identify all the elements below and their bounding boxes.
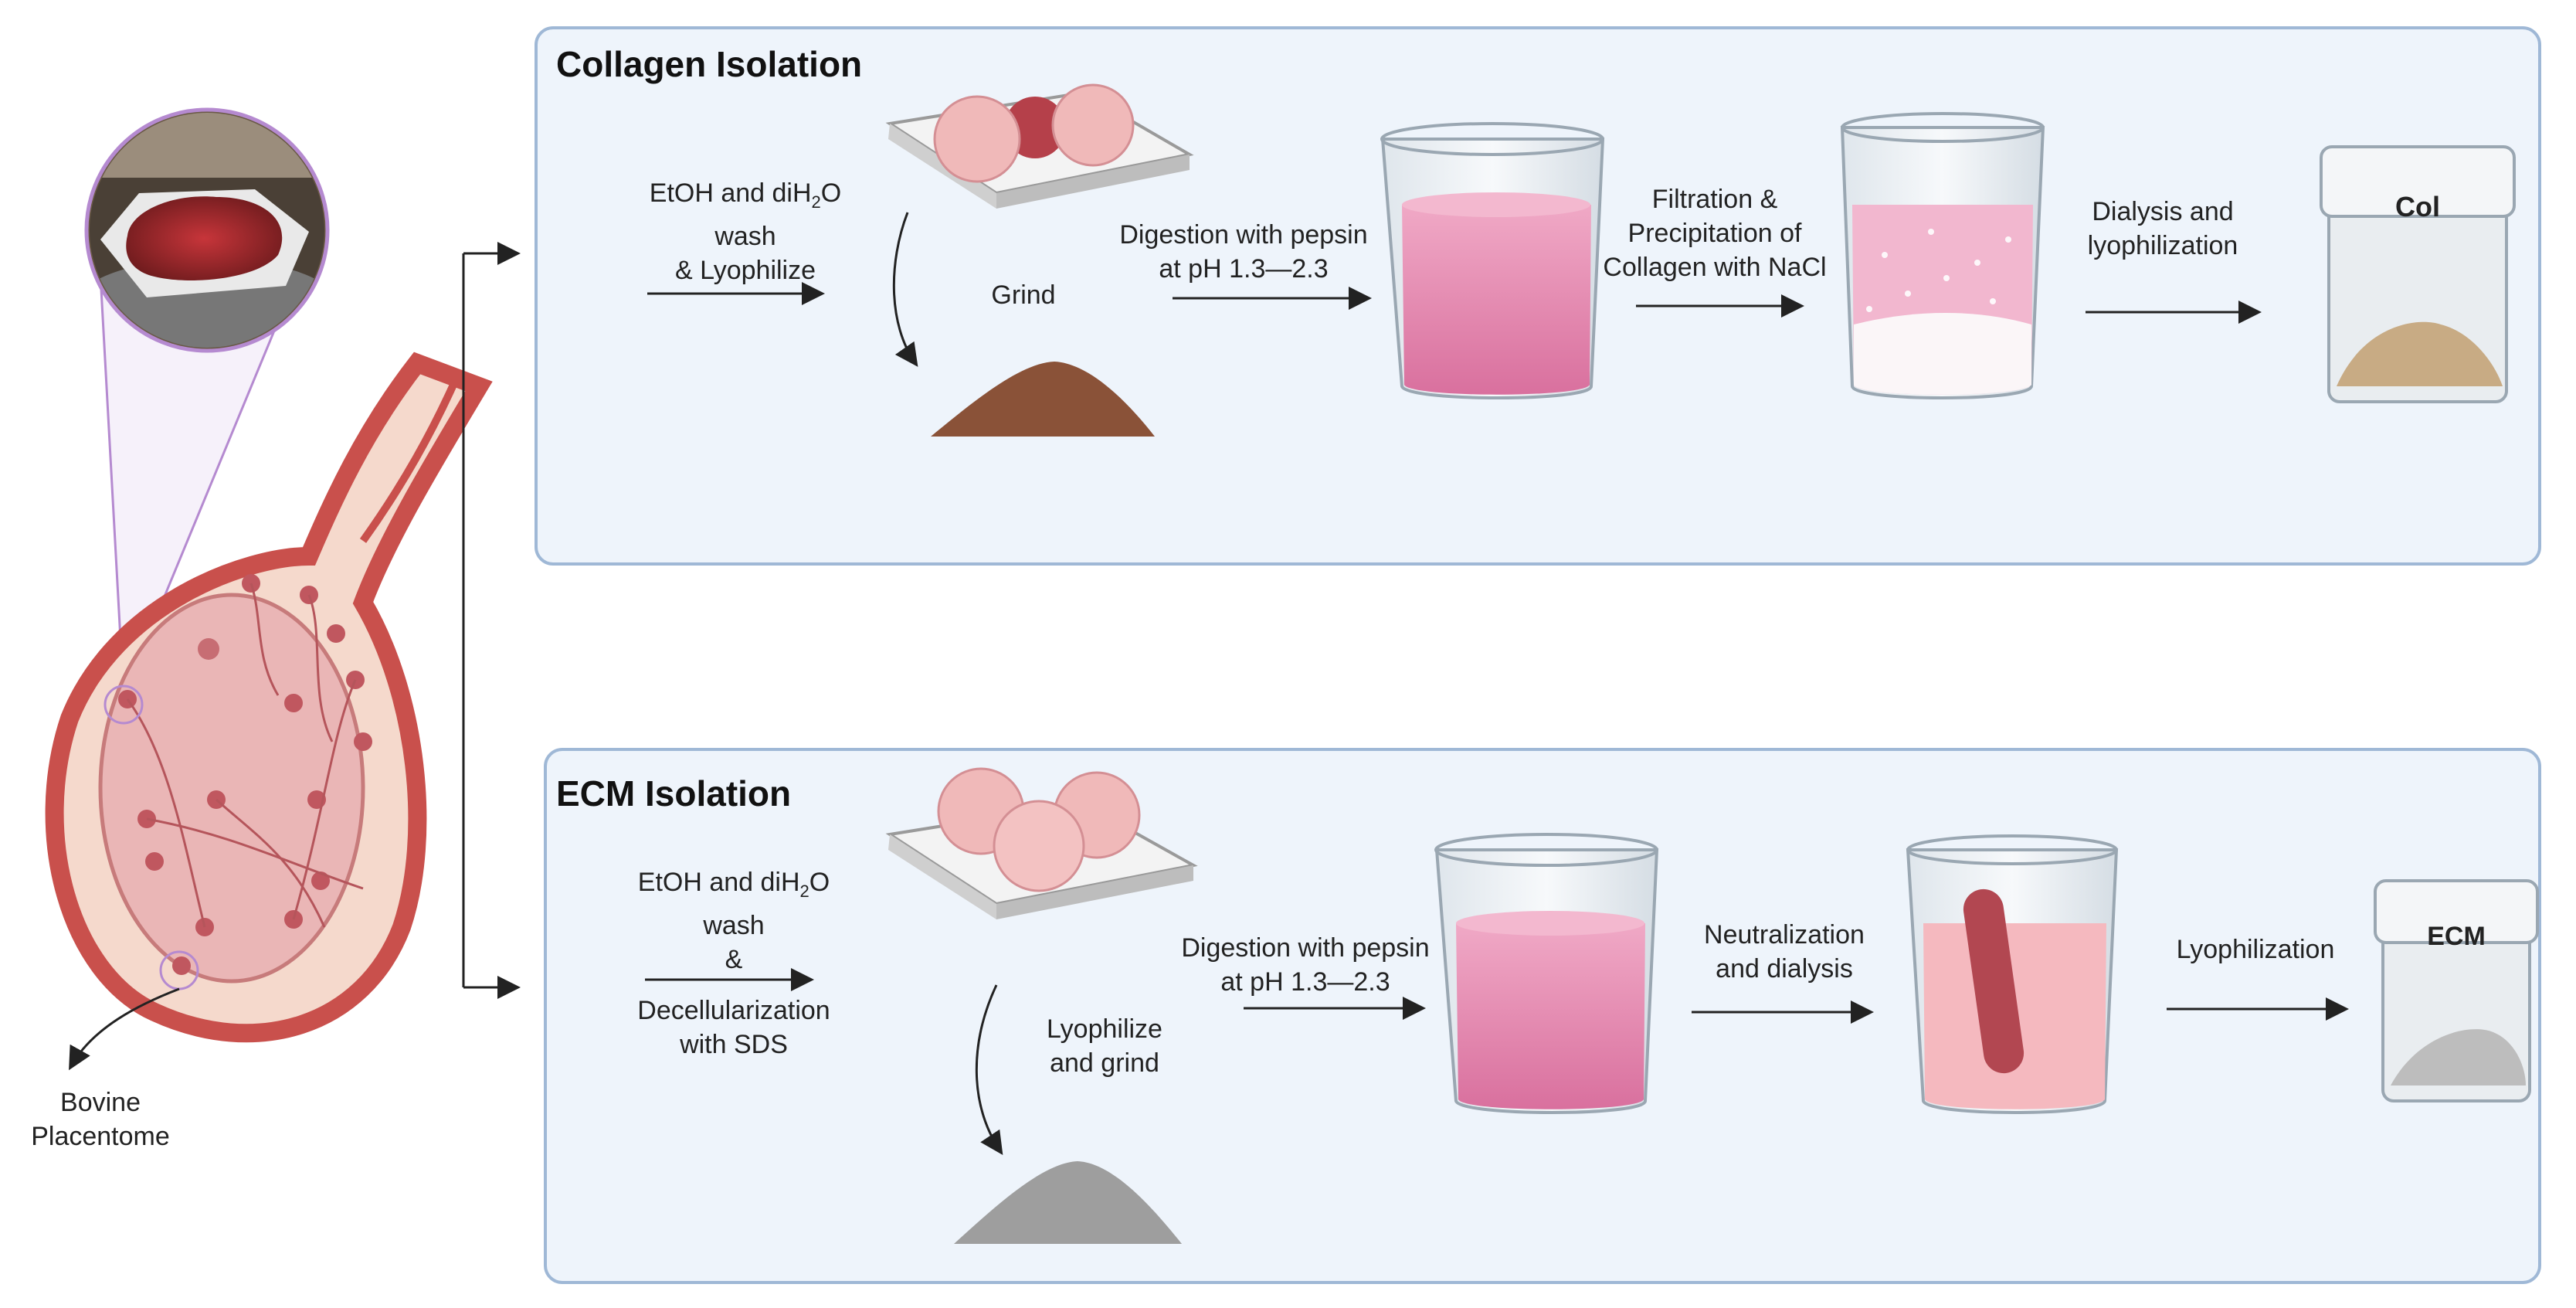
collagen-step1-line2: wash bbox=[714, 221, 776, 251]
ecm-ground-powder bbox=[954, 1161, 1182, 1244]
collagen-step5-line2: lyophilization bbox=[2087, 231, 2238, 260]
ecm-step1-line1: EtOH and diH2O bbox=[637, 868, 830, 901]
dialysis-tube bbox=[1963, 888, 2024, 1074]
ecm-product-jar bbox=[2374, 879, 2539, 1102]
ecm-step3-line1: Digestion with pepsin bbox=[1181, 933, 1430, 963]
ecm-step5-label: Lyophilization bbox=[2176, 935, 2335, 964]
placentome-illustration bbox=[45, 107, 493, 1071]
ecm-dialysis-beaker bbox=[1906, 834, 2119, 1114]
ecm-step4-line2: and dialysis bbox=[1716, 954, 1853, 984]
ecm-step1-line4: Decellularization bbox=[637, 995, 830, 1025]
ecm-step1-label: EtOH and diH2O wash & Decellularization … bbox=[610, 865, 857, 1062]
collagen-step3-line2: at pH 1.3—2.3 bbox=[1159, 254, 1329, 284]
ground-tissue-powder bbox=[931, 362, 1155, 437]
collagen-step1-line3: & Lyophilize bbox=[674, 255, 816, 285]
source-label: Bovine Placentome bbox=[15, 1085, 185, 1153]
ecm-panel-title: ECM Isolation bbox=[556, 773, 792, 814]
ecm-step1-line2: wash bbox=[703, 910, 765, 940]
collagen-precipitation-beaker bbox=[1840, 112, 2045, 399]
collagen-step2-label: Grind bbox=[991, 280, 1056, 310]
collagen-digestion-beaker bbox=[1380, 122, 1605, 399]
collagen-step3-label: Digestion with pepsin at pH 1.3—2.3 bbox=[1089, 218, 1398, 286]
collagen-step1-line1: EtOH and diH2O bbox=[649, 178, 842, 212]
source-label-line2: Placentome bbox=[31, 1122, 170, 1151]
collagen-product-jar bbox=[2320, 145, 2516, 403]
collagen-step4-line3: Collagen with NaCl bbox=[1603, 253, 1827, 282]
collagen-step3-line1: Digestion with pepsin bbox=[1119, 220, 1368, 250]
collagen-jar-label: Col bbox=[2395, 191, 2440, 223]
ecm-step1-line3: & bbox=[725, 944, 743, 974]
ecm-step1-line5: with SDS bbox=[680, 1029, 788, 1059]
collagen-panel-title: Collagen Isolation bbox=[556, 44, 863, 84]
fetus-region bbox=[98, 593, 365, 984]
collagen-step5-line1: Dialysis and bbox=[2092, 197, 2234, 226]
source-label-line1: Bovine bbox=[60, 1088, 141, 1117]
collagen-step4-line1: Filtration & bbox=[1651, 185, 1778, 214]
branch-arrows bbox=[462, 242, 521, 999]
ecm-step4-line1: Neutralization bbox=[1704, 920, 1865, 950]
collagen-step4-label: Filtration & Precipitation of Collagen w… bbox=[1591, 182, 1838, 284]
ecm-arrows bbox=[645, 968, 2349, 1155]
ecm-step2-line2: and grind bbox=[1050, 1048, 1159, 1078]
ecm-digestion-beaker bbox=[1434, 833, 1659, 1114]
placentome-highlight-1 bbox=[104, 685, 144, 725]
collagen-step4-line2: Precipitation of bbox=[1627, 219, 1802, 248]
ecm-tissue-tray bbox=[885, 767, 1198, 919]
collagen-tissue-tray bbox=[885, 83, 1194, 209]
ecm-step2-label: Lyophilize and grind bbox=[1020, 1012, 1190, 1080]
ecm-step4-label: Neutralization and dialysis bbox=[1668, 918, 1900, 986]
collagen-step1-label: EtOH and diH2O wash & Lyophilize bbox=[618, 176, 873, 287]
ecm-step3-label: Digestion with pepsin at pH 1.3—2.3 bbox=[1151, 931, 1460, 999]
collagen-step5-label: Dialysis and lyophilization bbox=[2047, 195, 2279, 263]
ecm-step3-line2: at pH 1.3—2.3 bbox=[1220, 967, 1390, 997]
collagen-arrows bbox=[647, 212, 2262, 367]
ecm-jar-label: ECM bbox=[2427, 922, 2486, 951]
tissue-photo bbox=[90, 113, 324, 348]
ecm-step2-line1: Lyophilize bbox=[1047, 1014, 1162, 1044]
